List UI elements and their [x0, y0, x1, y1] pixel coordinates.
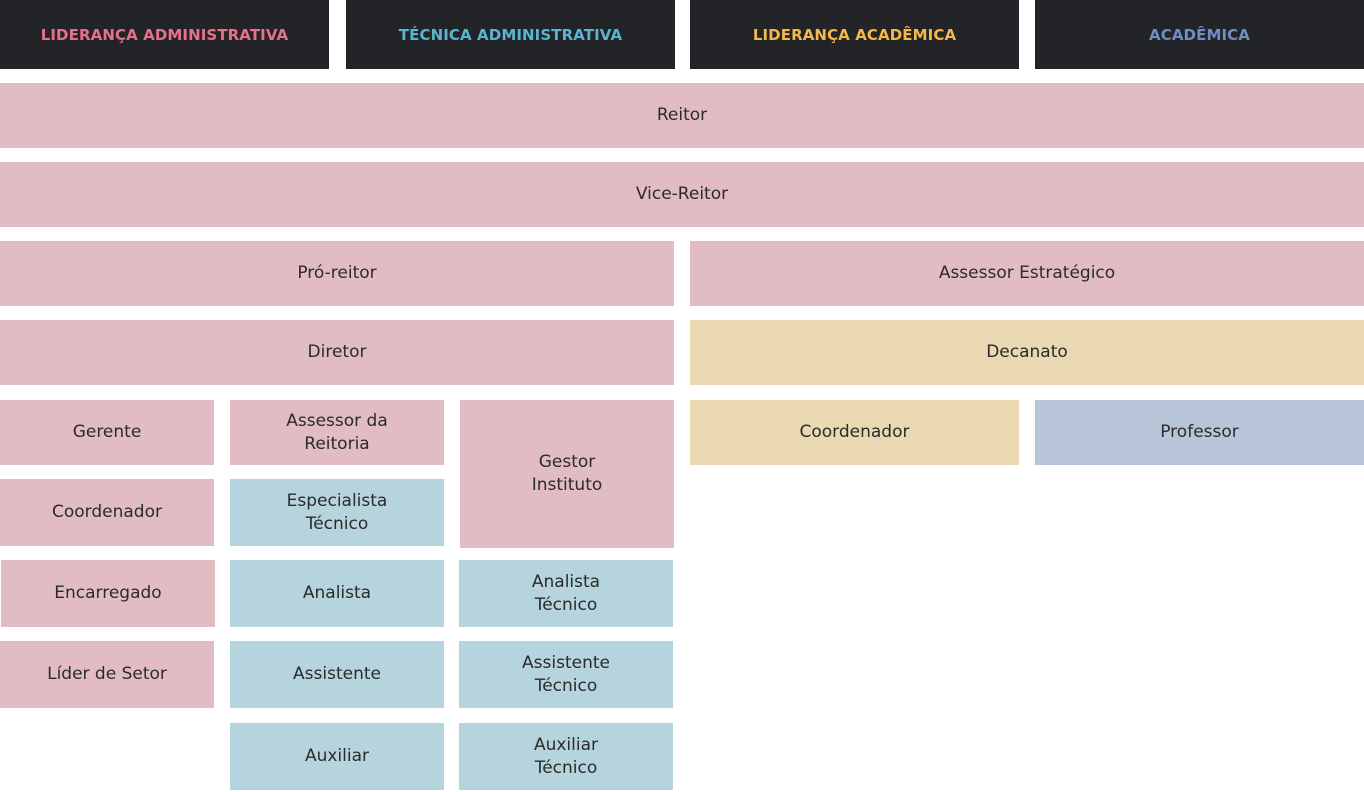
role-analista-tecnico-line-1: Analista	[531, 571, 601, 592]
header-tecnica-administrativa: TÉCNICA ADMINISTRATIVA	[346, 0, 675, 69]
header-lideranca-administrativa: LIDERANÇA ADMINISTRATIVA	[0, 0, 329, 69]
role-reitor: Reitor	[0, 83, 1364, 148]
role-gestor-instituto-line-1: Gestor	[538, 452, 596, 472]
role-assistente-tecnico: Assistente Técnico	[459, 641, 673, 708]
role-assistente-tecnico-line-2: Técnico	[534, 675, 598, 696]
role-analista-tecnico-line-2: Técnico	[534, 594, 598, 615]
role-analista: Analista	[230, 560, 444, 627]
role-encarregado: Encarregado	[1, 560, 215, 627]
role-auxiliar-tecnico-line-1: Auxiliar	[533, 734, 599, 755]
role-auxiliar-tecnico: Auxiliar Técnico	[459, 723, 673, 790]
role-assessor-da-reitoria: Assessor da Reitoria	[230, 400, 444, 465]
role-coordenador-academico: Coordenador	[690, 400, 1019, 465]
role-analista-tecnico: Analista Técnico	[459, 560, 673, 627]
role-coordenador-administrativo: Coordenador	[0, 479, 214, 546]
role-gerente: Gerente	[0, 400, 214, 465]
role-vice-reitor: Vice-Reitor	[0, 162, 1364, 227]
role-auxiliar: Auxiliar	[230, 723, 444, 790]
role-professor: Professor	[1035, 400, 1364, 465]
role-assistente: Assistente	[230, 641, 444, 708]
role-assessor-estrategico: Assessor Estratégico	[690, 241, 1364, 306]
header-lideranca-academica: LIDERANÇA ACADÊMICA	[690, 0, 1019, 69]
role-gestor-instituto: Gestor Instituto	[460, 400, 674, 548]
role-pro-reitor: Pró-reitor	[0, 241, 674, 306]
role-assessor-da-reitoria-line-2: Reitoria	[304, 433, 370, 454]
role-lider-de-setor: Líder de Setor	[0, 641, 214, 708]
role-especialista-tecnico-line-1: Especialista	[286, 490, 388, 511]
role-gestor-instituto-line-2: Instituto	[531, 475, 603, 495]
role-decanato: Decanato	[690, 320, 1364, 385]
role-diretor: Diretor	[0, 320, 674, 385]
header-academica: ACADÊMICA	[1035, 0, 1364, 69]
role-assessor-da-reitoria-line-1: Assessor da	[286, 410, 388, 431]
role-auxiliar-tecnico-line-2: Técnico	[534, 757, 598, 778]
role-assistente-tecnico-line-1: Assistente	[522, 652, 610, 673]
role-especialista-tecnico-line-2: Técnico	[305, 513, 369, 534]
role-especialista-tecnico: Especialista Técnico	[230, 479, 444, 546]
